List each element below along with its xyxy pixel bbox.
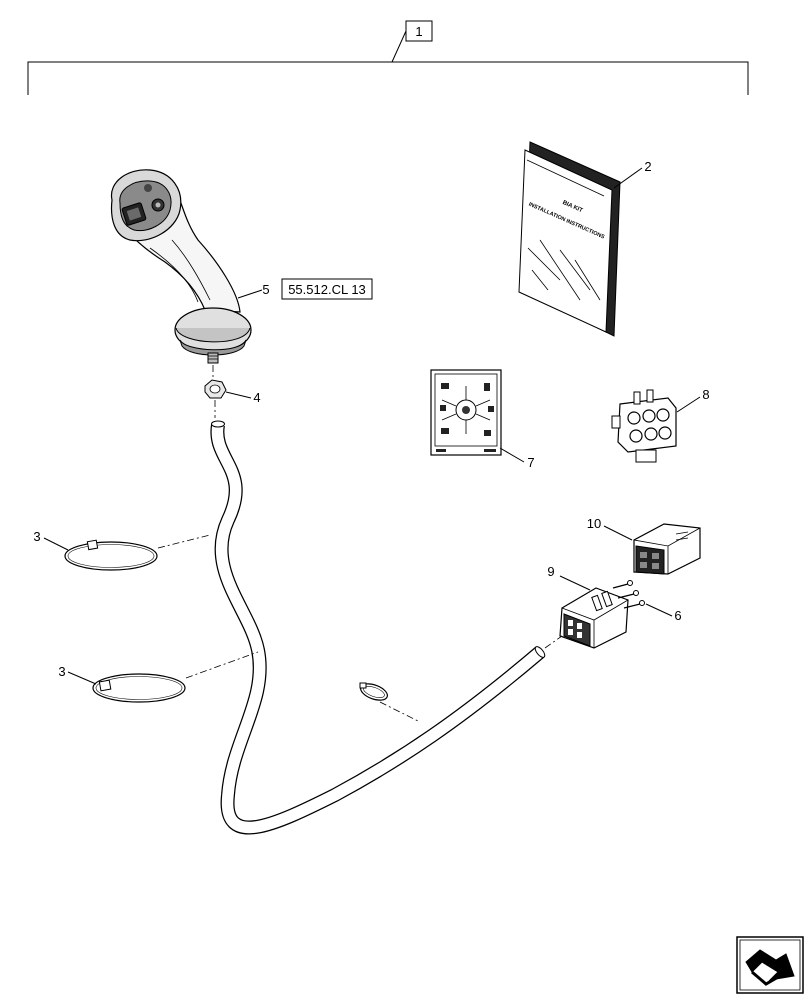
callout-10[interactable]: 10 (587, 516, 601, 531)
cable-tie-lower[interactable] (92, 673, 186, 703)
terminal-pins[interactable] (612, 580, 645, 609)
assembly-number[interactable]: 1 (415, 24, 422, 39)
installation-manual[interactable]: BIA KIT INSTALLATION INSTRUCTIONS (518, 141, 621, 337)
callout-7[interactable]: 7 (527, 455, 534, 470)
callout-3-lower[interactable]: 3 (58, 664, 65, 679)
callout-4[interactable]: 4 (253, 390, 260, 405)
callout-6[interactable]: 6 (674, 608, 681, 623)
callout-9[interactable]: 9 (547, 564, 554, 579)
hose-clamp[interactable] (358, 681, 389, 704)
plug-connector[interactable] (559, 587, 629, 649)
cable-harness[interactable] (210, 420, 547, 835)
callout-3-upper[interactable]: 3 (33, 529, 40, 544)
callout-5[interactable]: 5 (262, 282, 269, 297)
joystick-handle[interactable] (110, 169, 252, 364)
arrow-navigation-icon[interactable] (736, 936, 804, 994)
connector-housing[interactable] (633, 523, 701, 575)
nut[interactable] (204, 379, 227, 399)
assembly-bracket: 1 (27, 20, 749, 95)
cable-tie-upper[interactable] (64, 539, 158, 571)
decal[interactable] (430, 369, 502, 456)
callout-2[interactable]: 2 (644, 159, 651, 174)
reference-link[interactable]: 55.512.CL 13 (288, 282, 366, 297)
connector-socket[interactable] (611, 389, 677, 463)
callout-8[interactable]: 8 (702, 387, 709, 402)
